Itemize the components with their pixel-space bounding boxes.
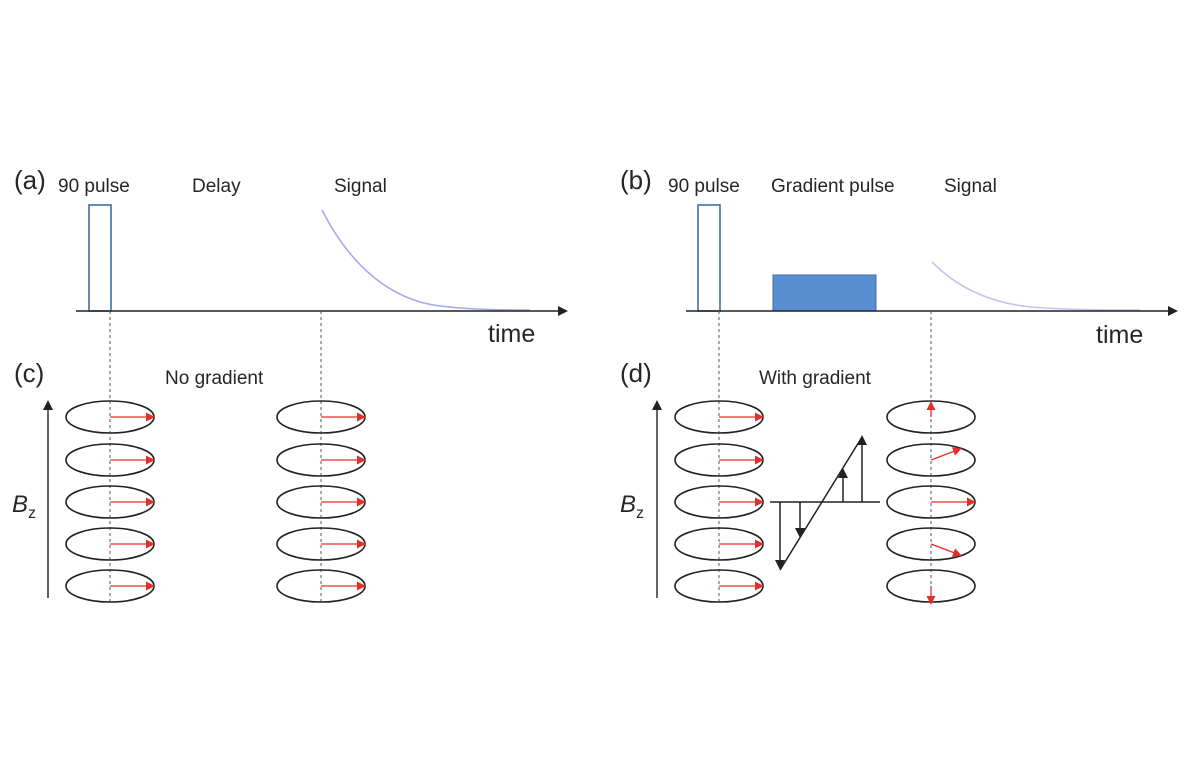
gradient-field-plot	[770, 435, 880, 571]
panel-c: (c) No gradient Bz	[12, 358, 366, 603]
gradient-ramp	[779, 436, 863, 571]
panel-a-90-pulse	[88, 204, 112, 312]
panel-d-bz-label: Bz	[620, 491, 644, 522]
panel-a-signal-label: Signal	[334, 176, 387, 197]
panel-c-tag: (c)	[14, 358, 44, 388]
panel-d-tag: (d)	[620, 358, 652, 388]
panel-c-spin-arrows-right	[321, 412, 366, 591]
panel-b-gradient-pulse	[772, 274, 877, 312]
panel-c-title: No gradient	[165, 368, 264, 389]
spin-vector-diagonal-down	[930, 543, 962, 557]
panel-b-signal-label: Signal	[944, 176, 997, 197]
panel-a-delay-label: Delay	[192, 176, 241, 197]
panel-a-signal-curve	[321, 209, 531, 311]
panel-b-tag: (b)	[620, 165, 652, 195]
panel-a: (a) 90 pulse Delay Signal time	[14, 165, 568, 348]
panel-c-spin-arrows-left	[110, 412, 155, 591]
panel-b-signal-curve	[931, 261, 1141, 311]
panel-b: (b) 90 pulse Gradient pulse Signal time	[620, 165, 1178, 349]
panel-b-gradient-label: Gradient pulse	[771, 176, 895, 197]
panel-a-tag: (a)	[14, 165, 46, 195]
panel-b-time-label: time	[1096, 321, 1143, 349]
panel-a-time-label: time	[488, 320, 535, 348]
spin-vector-diagonal-up	[930, 447, 962, 461]
panel-d-spin-arrows-left	[719, 412, 764, 591]
panel-b-90-pulse	[697, 204, 721, 312]
spin-disc	[886, 443, 976, 477]
panel-c-bz-label: Bz	[12, 491, 36, 522]
panel-d: (d) With gradient Bz	[620, 358, 976, 605]
spin-disc	[886, 527, 976, 561]
dashed-time-markers	[109, 311, 932, 604]
panel-d-title: With gradient	[759, 368, 872, 389]
panel-b-pulse-label: 90 pulse	[668, 176, 740, 197]
panel-d-spin-arrows-right	[926, 401, 976, 605]
panel-a-pulse-label: 90 pulse	[58, 176, 130, 197]
